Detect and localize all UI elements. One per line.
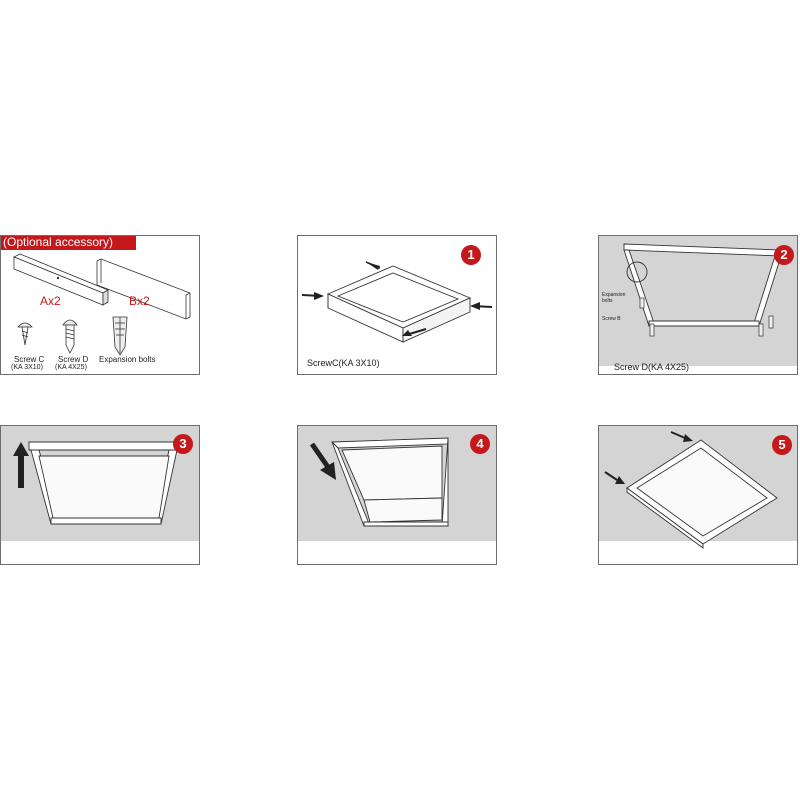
step-2-screws: [639, 297, 774, 337]
step-4-panel: 4: [297, 425, 497, 565]
step-4-drawing: [298, 426, 496, 564]
part-b-label: Bx2: [129, 294, 150, 308]
part-a-label: Ax2: [40, 294, 61, 308]
screw-d-icon: [62, 319, 78, 354]
accessory-title: (Optional accessory): [0, 235, 136, 250]
step-2-panel: 2 Expansion bolts Screw B Screw D(KA 4X2…: [598, 235, 798, 375]
step-5-arrows: [604, 431, 693, 484]
part-a-illustration: [13, 253, 109, 306]
screw-b-label: Screw B: [602, 316, 621, 322]
step-2-caption: Screw D(KA 4X25): [614, 362, 690, 372]
step-1-panel: 1 ScrewC(KA 3X10): [297, 235, 497, 375]
part-b-illustration: [96, 258, 191, 320]
accessory-panel: (Optional accessory): [0, 235, 200, 375]
expansion-bolts-line2: bolts: [602, 298, 613, 304]
step-5-panel: 5: [598, 425, 798, 565]
step-1-caption: ScrewC(KA 3X10): [307, 358, 380, 368]
expansion-bolt-icon: [112, 316, 128, 356]
expansion-bolts-line1: Expansion: [602, 292, 626, 298]
step-3-panel: 3: [0, 425, 200, 565]
screw-c-label: Screw C: [14, 355, 45, 364]
step-1-badge: 1: [461, 245, 481, 265]
step-3-drawing: [1, 426, 199, 564]
step-4-arrow: [309, 442, 336, 480]
step-1-arrows: [301, 261, 493, 336]
screw-d-label: Screw D: [58, 355, 89, 364]
step-5-drawing: [599, 426, 797, 564]
step-4-badge: 4: [470, 434, 490, 454]
panel-border: [0, 235, 200, 375]
step-2-badge: 2: [774, 245, 794, 265]
step-1-drawing: [301, 261, 493, 343]
screw-c-size: (KA 3X10): [11, 364, 43, 371]
step-2-drawing: [599, 236, 797, 374]
accessory-drawing: [13, 253, 191, 356]
screw-c-icon: [17, 322, 33, 346]
step-3-badge: 3: [173, 434, 193, 454]
step-3-arrow: [13, 442, 29, 488]
step-5-badge: 5: [772, 435, 792, 455]
expansion-bolts-label: Expansion bolts: [99, 355, 156, 364]
screw-d-size: (KA 4X25): [55, 364, 87, 371]
